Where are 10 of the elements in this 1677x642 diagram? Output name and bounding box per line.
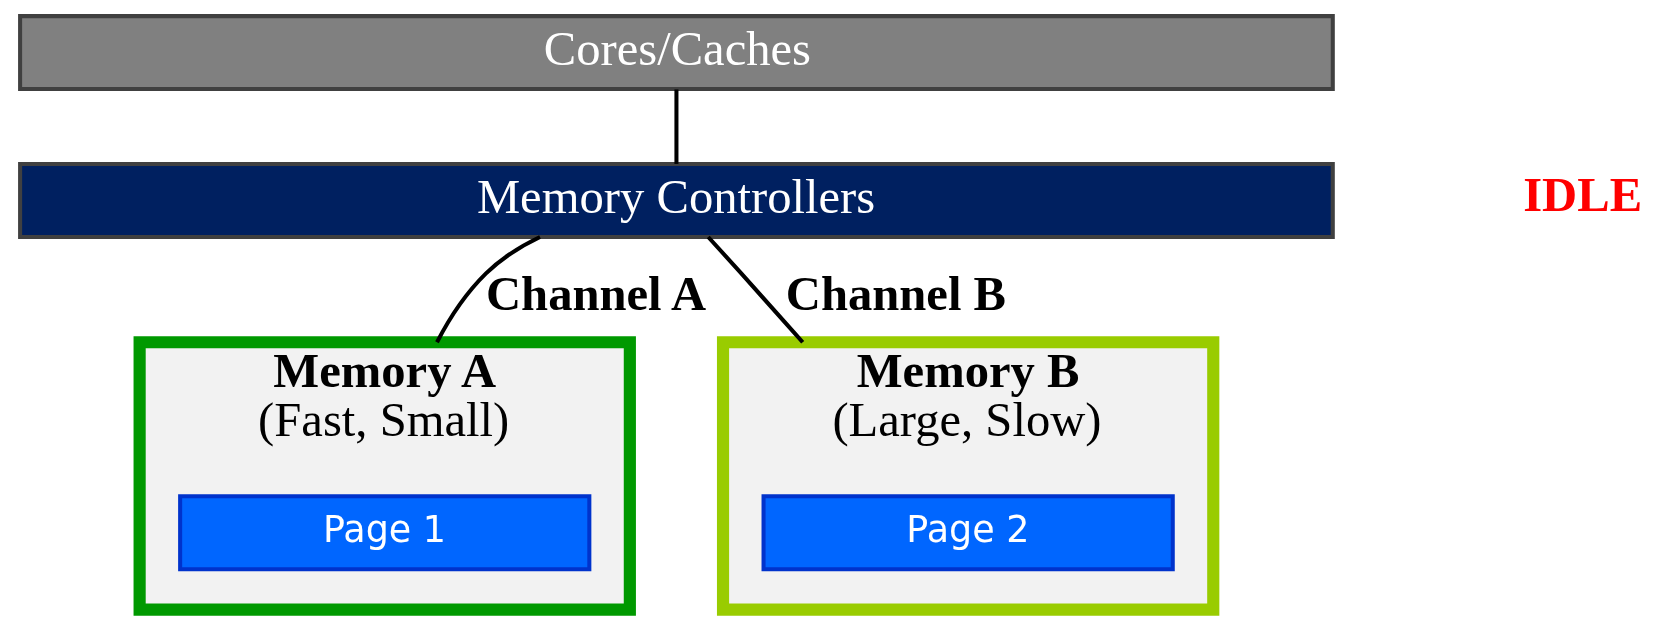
connector — [674, 89, 679, 164]
label: IDLE — [1523, 168, 1643, 222]
edge-label: Channel A — [486, 267, 707, 322]
connector — [706, 235, 805, 344]
node-box: Cores/Caches — [18, 14, 1335, 92]
edge-label: Channel B — [785, 267, 1006, 322]
node-box: Page 2 — [761, 494, 1175, 572]
node-box: Page 1 — [178, 494, 592, 572]
node-box: Memory Controllers — [18, 162, 1335, 239]
connector — [435, 235, 541, 344]
